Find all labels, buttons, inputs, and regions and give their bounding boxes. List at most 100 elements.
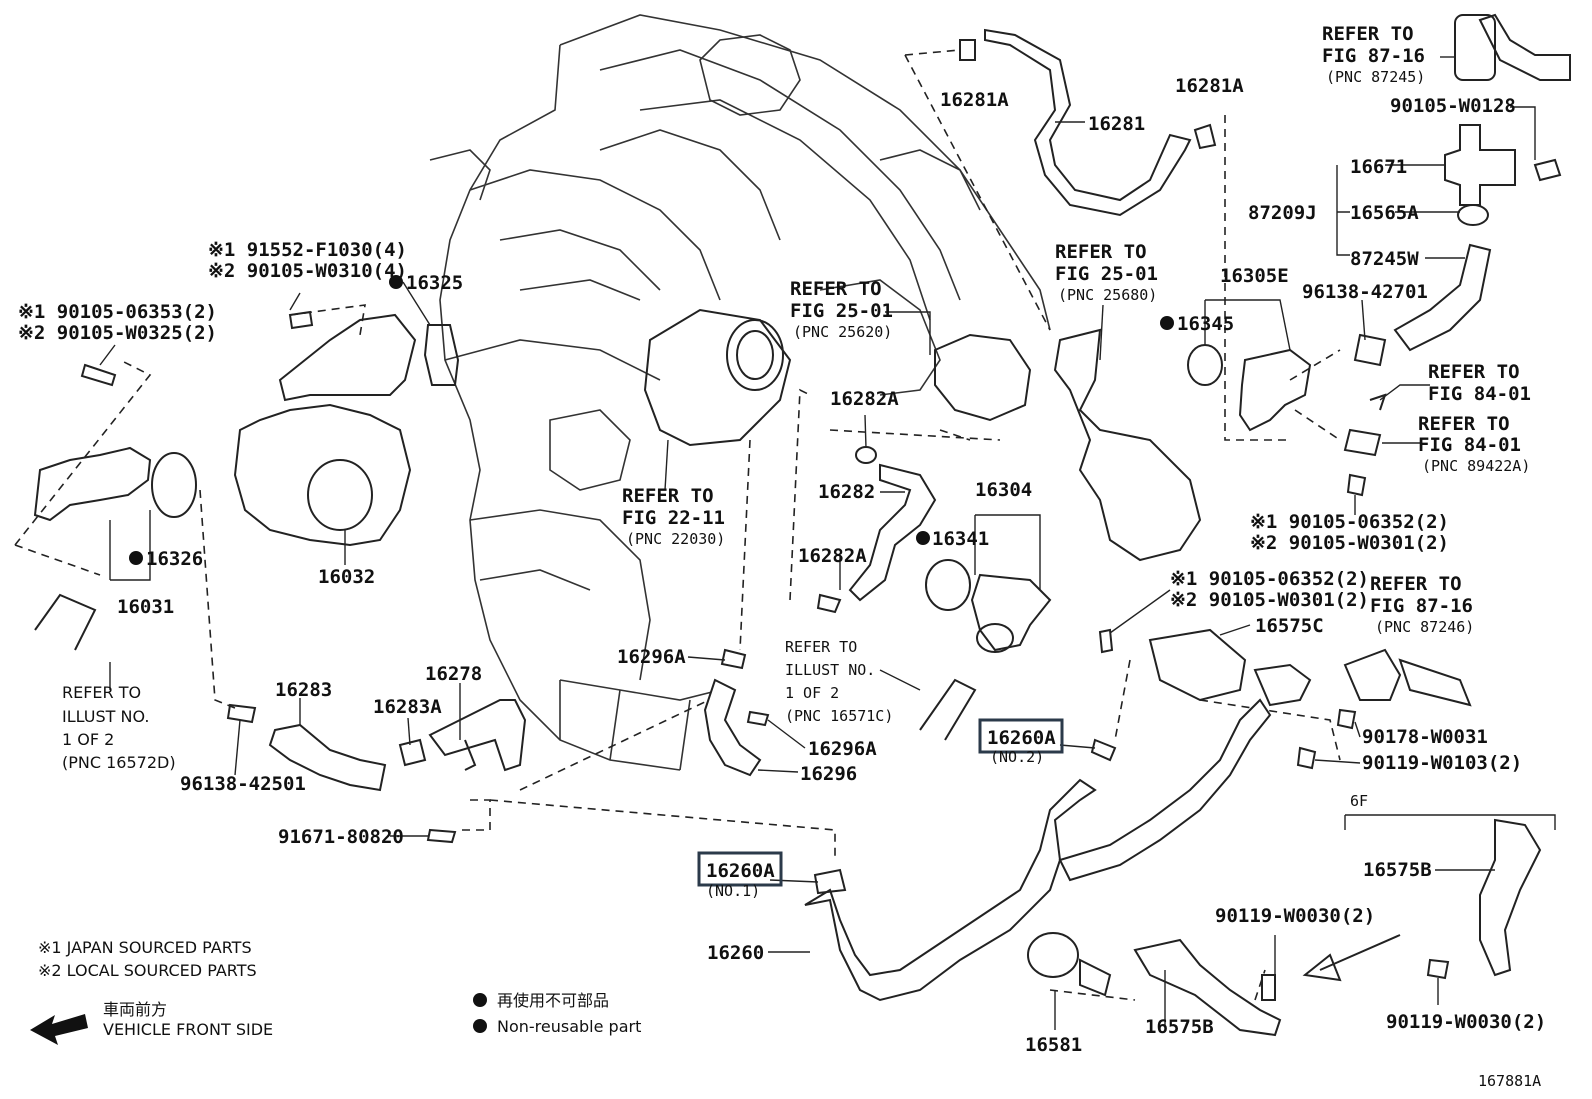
part-sublabel-no1: (NO.1) (706, 882, 760, 900)
part-label-90105-06353: ※1 90105-06353(2) (18, 301, 217, 323)
refer-to-label: REFER TO (1322, 23, 1414, 45)
legend-non-reusable-en: Non-reusable part (497, 1017, 641, 1036)
refer-pnc-label: (PNC 87245) (1326, 68, 1425, 86)
non-reusable-dot-icon (389, 275, 403, 289)
refer-pnc-label: (PNC 89422A) (1422, 457, 1530, 475)
part-label-91552-F1030: ※1 91552-F1030(4) (208, 239, 407, 261)
part-label-16671: 16671 (1350, 156, 1407, 178)
part-label-16260: 16260 (707, 942, 764, 964)
part-label-90105-W0301: ※2 90105-W0301(2) (1170, 589, 1369, 611)
part-label-16325: 16325 (406, 272, 463, 294)
refer-fig-label: FIG 84-01 (1418, 434, 1521, 456)
part-label-16282: 16282 (818, 481, 875, 503)
refer-to-label: REFER TO (1370, 573, 1462, 595)
refer-pnc-label: (PNC 25680) (1058, 286, 1157, 304)
refer-illust-label: ILLUST NO. (62, 707, 149, 726)
part-label-87209J: 87209J (1248, 202, 1317, 224)
part-label-16581: 16581 (1025, 1034, 1082, 1056)
highlight-box-16260A-no2 (978, 718, 1064, 754)
refer-pnc-label: (PNC 22030) (626, 530, 725, 548)
refer-pnc-label: (PNC 16571C) (785, 707, 893, 725)
part-label-16282A: 16282A (830, 388, 899, 410)
part-label-16281A: 16281A (940, 89, 1009, 111)
part-label-96138-42501: 96138-42501 (180, 773, 306, 795)
part-label-16575C: 16575C (1255, 615, 1324, 637)
refer-illust-label: 1 OF 2 (785, 684, 839, 702)
part-label-16281: 16281 (1088, 113, 1145, 135)
refer-fig-label: FIG 25-01 (1055, 263, 1158, 285)
part-label-90105-06352: ※1 90105-06352(2) (1250, 511, 1449, 533)
refer-to-label: REFER TO (622, 485, 714, 507)
highlight-box-16260A-no1 (697, 851, 783, 887)
part-label-90178-W0031: 90178-W0031 (1362, 726, 1488, 748)
part-label-90105-06352: ※1 90105-06352(2) (1170, 568, 1369, 590)
refer-to-label: REFER TO (62, 683, 141, 702)
legend-local-sourced: ※2 LOCAL SOURCED PARTS (38, 961, 257, 980)
part-label-16282A: 16282A (798, 545, 867, 567)
part-label-90119-W0030: 90119-W0030(2) (1215, 905, 1375, 927)
part-label-90105-W0325: ※2 90105-W0325(2) (18, 322, 217, 344)
legend: ※1 JAPAN SOURCED PARTS ※2 LOCAL SOURCED … (38, 938, 641, 1039)
part-label-16575B: 16575B (1145, 1016, 1214, 1038)
part-label-90105-W0128: 90105-W0128 (1390, 95, 1516, 117)
part-sublabel-no2: (NO.2) (990, 748, 1044, 766)
part-label-90105-W0310: ※2 90105-W0310(4) (208, 260, 407, 282)
refer-to-label: REFER TO (1428, 361, 1520, 383)
refer-to-label: REFER TO (1418, 413, 1510, 435)
non-reusable-dot-icon (473, 1019, 487, 1033)
refer-to-label: REFER TO (790, 278, 882, 300)
legend-non-reusable-jp: 再使用不可部品 (497, 991, 609, 1010)
refer-pnc-label: (PNC 87246) (1375, 618, 1474, 636)
vehicle-front-arrow-icon (30, 1014, 88, 1045)
part-label-16260A: 16260A (706, 860, 775, 882)
part-label-16031: 16031 (117, 596, 174, 618)
part-label-96138-42701: 96138-42701 (1302, 281, 1428, 303)
refer-illust-label: ILLUST NO. (785, 661, 875, 679)
engine-block-drawing (429, 14, 1051, 771)
refer-illust-label: 1 OF 2 (62, 730, 114, 749)
refer-fig-label: FIG 84-01 (1428, 383, 1531, 405)
part-label-16304: 16304 (975, 479, 1032, 501)
part-label-16345: 16345 (1177, 313, 1234, 335)
refer-pnc-label: (PNC 16572D) (62, 753, 176, 772)
figure-id: 167881A (1478, 1072, 1541, 1090)
part-label-16575B: 16575B (1363, 859, 1432, 881)
legend-front-side-jp: 車両前方 (103, 1000, 167, 1019)
non-reusable-dot-icon (473, 993, 487, 1007)
part-label-16278: 16278 (425, 663, 482, 685)
part-label-90105-W0301: ※2 90105-W0301(2) (1250, 532, 1449, 554)
part-label-16283: 16283 (275, 679, 332, 701)
leader-lines (99, 56, 1556, 1030)
part-label-16305E: 16305E (1220, 265, 1289, 287)
part-label-16283A: 16283A (373, 696, 442, 718)
refer-fig-label: FIG 87-16 (1322, 45, 1425, 67)
non-reusable-dot-icon (129, 551, 143, 565)
refer-to-label: REFER TO (785, 638, 857, 656)
part-label-87245W: 87245W (1350, 248, 1419, 270)
refer-fig-label: FIG 87-16 (1370, 595, 1473, 617)
part-label-16565A: 16565A (1350, 202, 1419, 224)
part-label-6F: 6F (1350, 792, 1368, 810)
part-label-16326: 16326 (146, 548, 203, 570)
refer-fig-label: FIG 25-01 (790, 300, 893, 322)
part-label-90119-W0030: 90119-W0030(2) (1386, 1011, 1546, 1033)
part-label-16296: 16296 (800, 763, 857, 785)
part-label-16032: 16032 (318, 566, 375, 588)
legend-japan-sourced: ※1 JAPAN SOURCED PARTS (38, 938, 252, 957)
part-label-91671-80820: 91671-80820 (278, 826, 404, 848)
part-label-16296A: 16296A (617, 646, 686, 668)
dashed-assembly-lines (14, 49, 1341, 1001)
part-number-labels: 16281A 16281 16281A REFER TO FIG 87-16 (… (18, 23, 1546, 1056)
refer-pnc-label: (PNC 25620) (793, 323, 892, 341)
refer-to-label: REFER TO (1055, 241, 1147, 263)
part-drawings (30, 13, 1571, 1045)
part-label-16341: 16341 (932, 528, 989, 550)
part-label-90119-W0103: 90119-W0103(2) (1362, 752, 1522, 774)
part-label-16281A: 16281A (1175, 75, 1244, 97)
part-label-16296A: 16296A (808, 738, 877, 760)
legend-front-side-en: VEHICLE FRONT SIDE (103, 1020, 273, 1039)
part-label-16260A: 16260A (987, 727, 1056, 749)
non-reusable-dot-icon (1160, 316, 1174, 330)
refer-fig-label: FIG 22-11 (622, 507, 725, 529)
